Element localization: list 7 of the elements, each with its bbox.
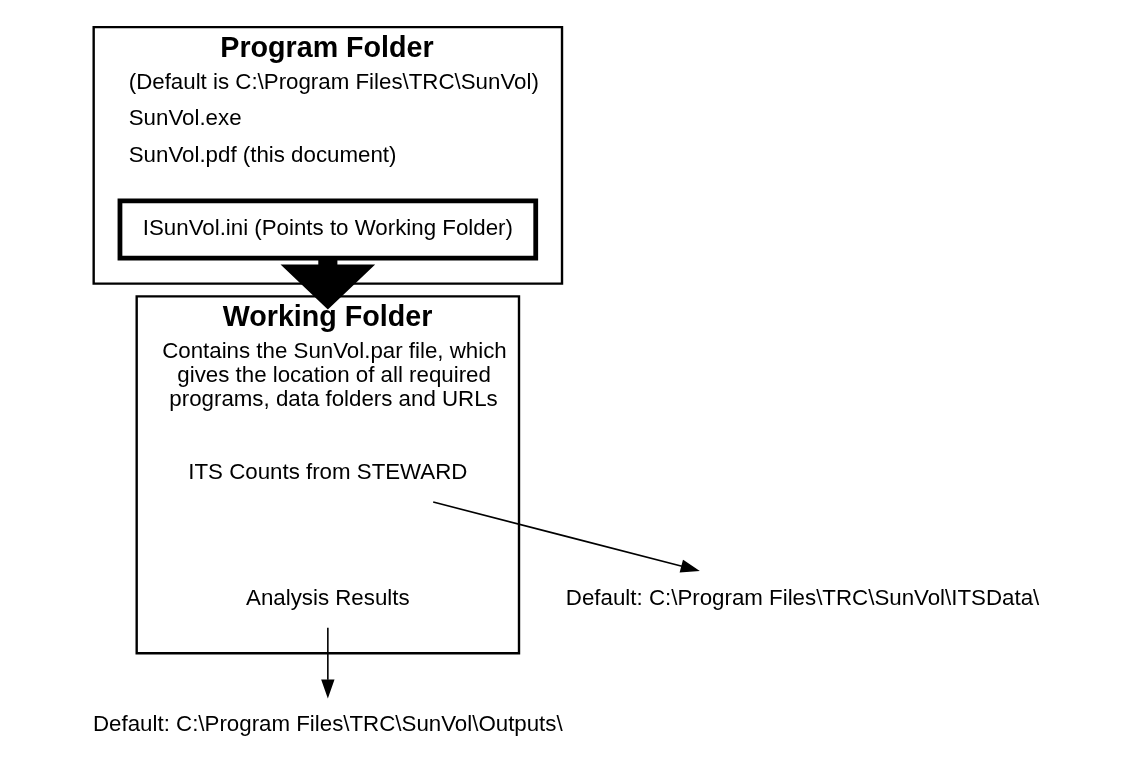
node-box: ISunVol.ini (Points to Working Folder) (117, 198, 538, 261)
node-text: Default: C:\Program Files\TRC\SunVol\ITSData\ (565, 584, 1039, 610)
arrow (320, 627, 335, 699)
node-text: Analysis Results (245, 584, 410, 610)
arrow (431, 501, 700, 573)
node-text: ITS Counts from STEWARD (187, 459, 467, 485)
node-text: Default: C:\Program Files\TRC\SunVol\Outputs\ (92, 710, 563, 736)
